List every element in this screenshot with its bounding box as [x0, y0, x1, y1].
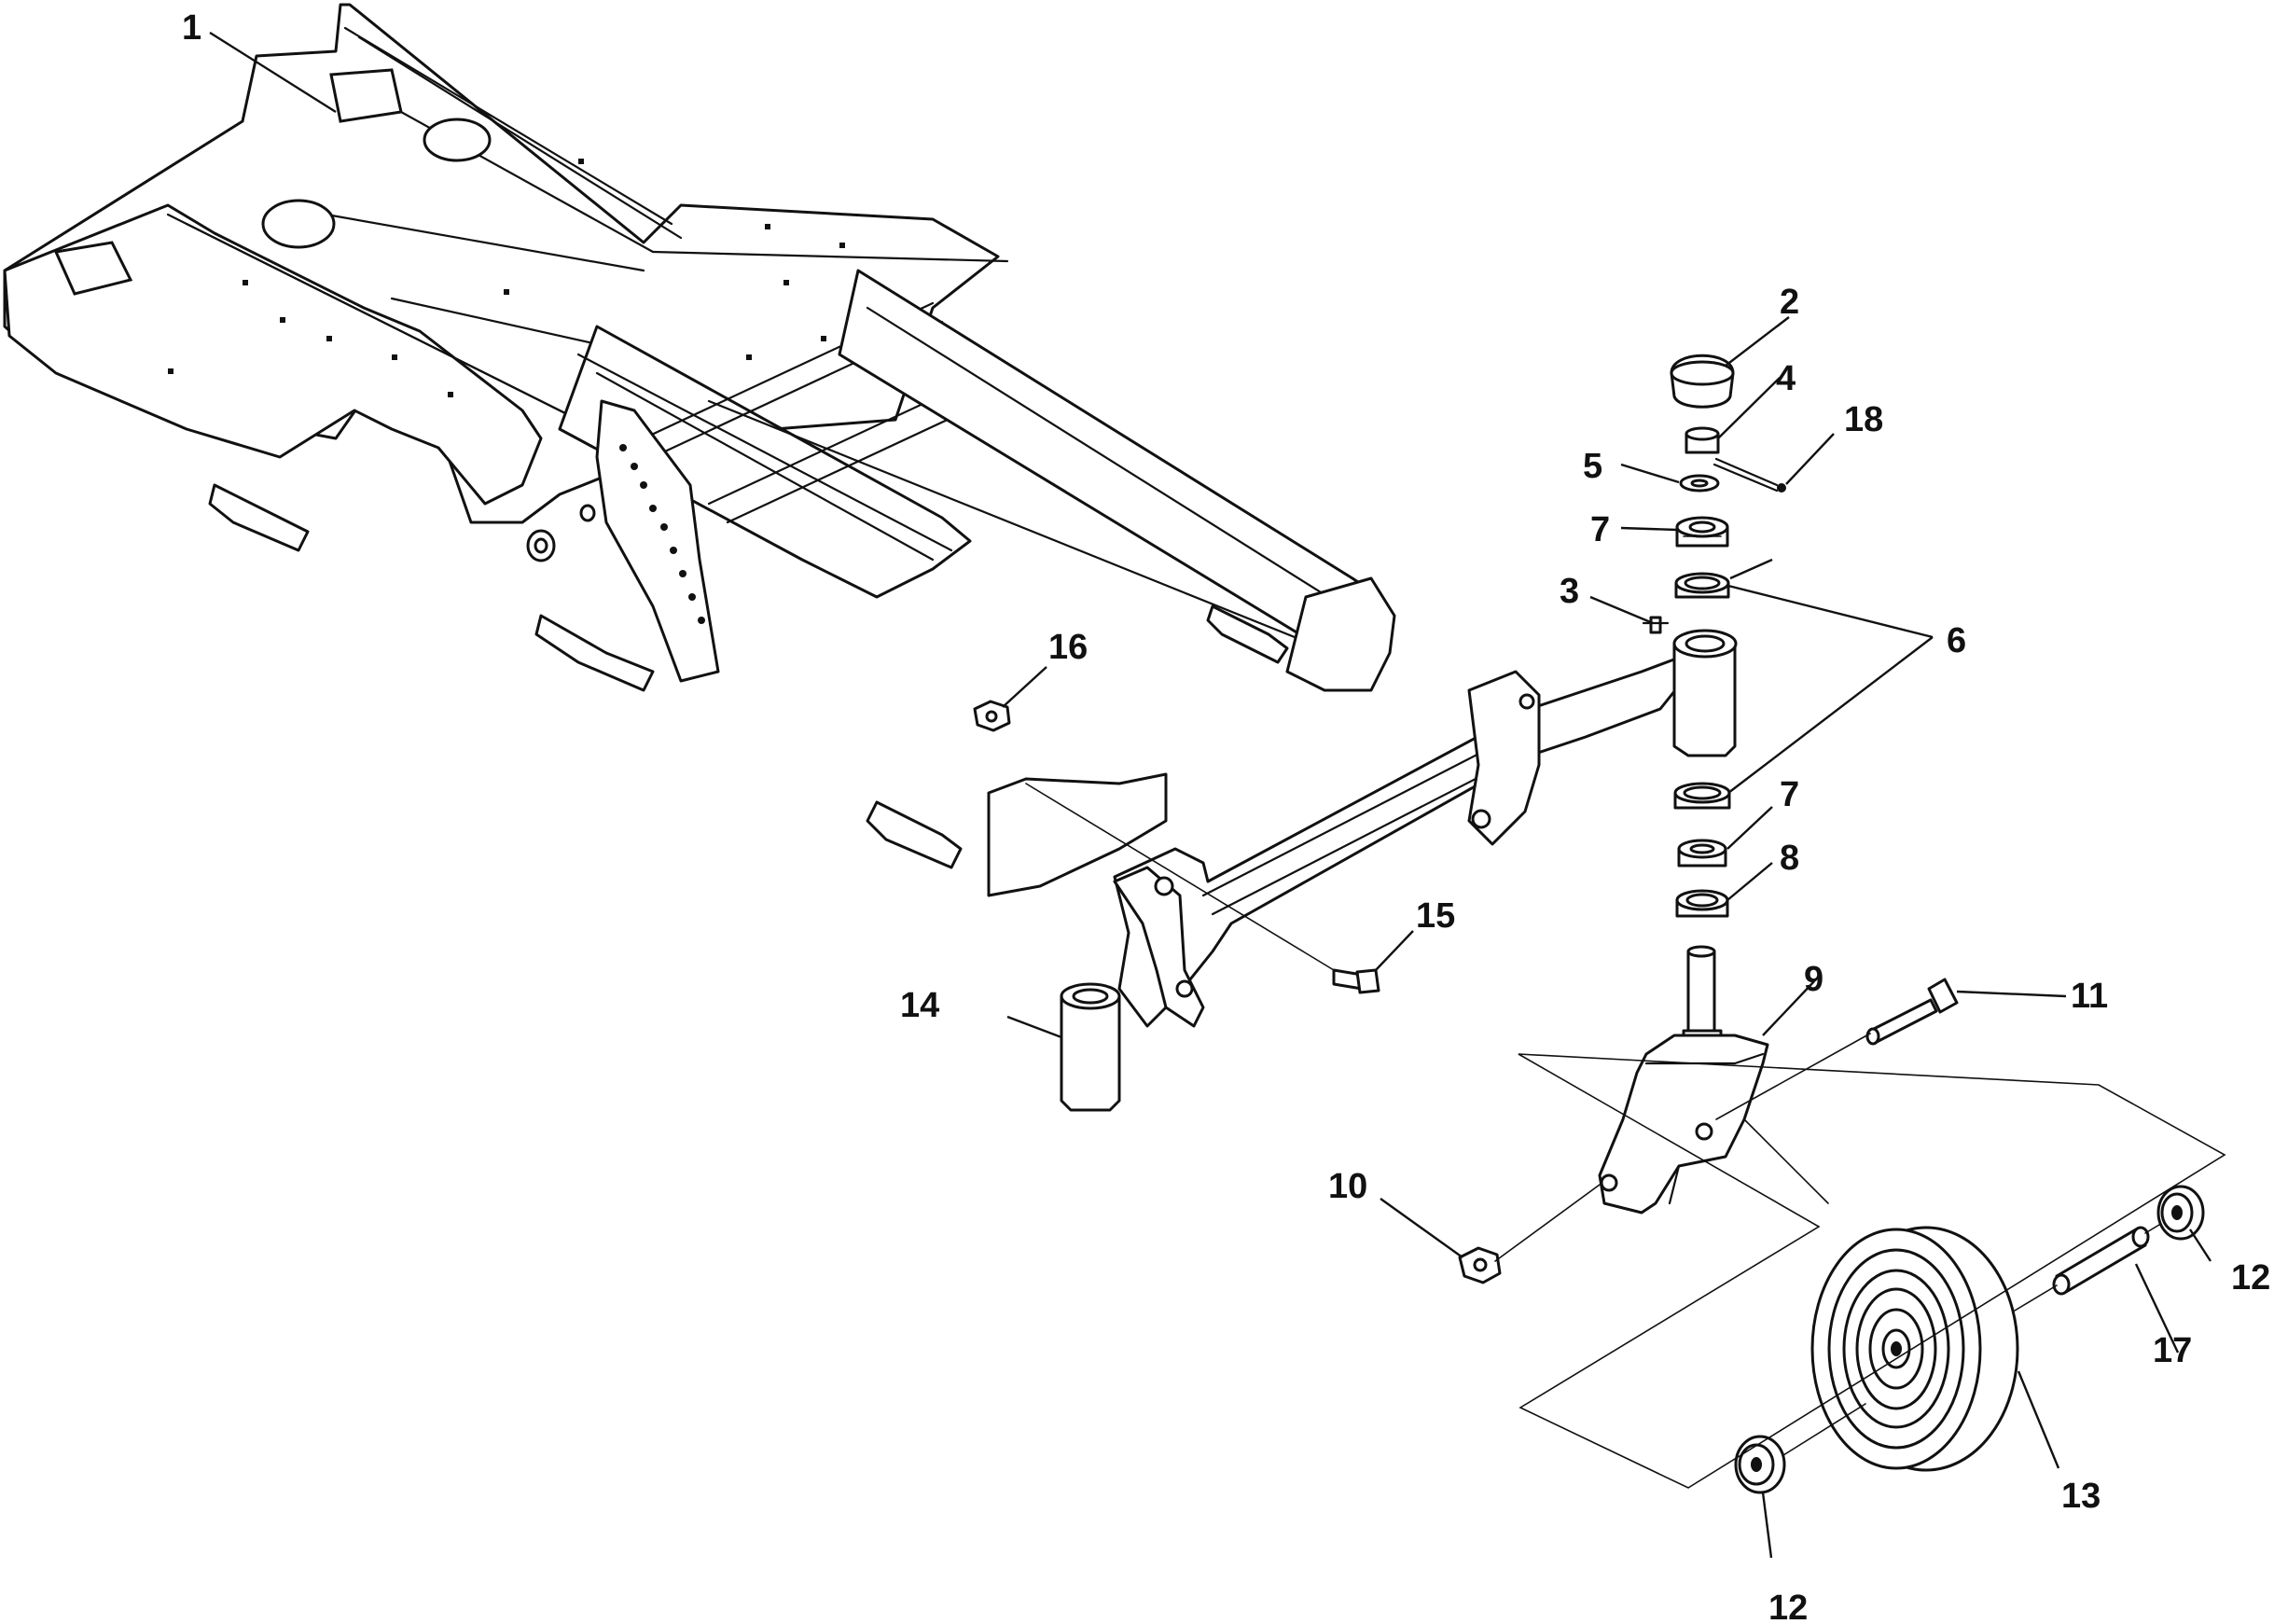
- lower-bearing: [1677, 839, 1727, 868]
- cotter-pin: [1712, 457, 1786, 493]
- hex-nut: [973, 700, 1011, 732]
- callout-4: 4: [1776, 359, 1796, 398]
- callout-13: 13: [2061, 1477, 2101, 1516]
- callout-3: 3: [1560, 572, 1579, 611]
- callout-14: 14: [900, 986, 939, 1025]
- lower-bearing-race: [1673, 782, 1731, 810]
- upper-bearing-race: [1674, 572, 1730, 599]
- callout-18: 18: [1844, 400, 1883, 439]
- callout-12-front: 12: [1768, 1589, 1808, 1624]
- upper-bearing: [1675, 516, 1729, 548]
- callout-5: 5: [1583, 447, 1602, 486]
- callout-12-rear: 12: [2231, 1258, 2270, 1298]
- wheel-spacer-rear: [2156, 1185, 2205, 1241]
- callout-9: 9: [1804, 960, 1823, 999]
- axle-bolt: [1865, 978, 1959, 1046]
- callout-8: 8: [1780, 839, 1799, 878]
- callout-16: 16: [1048, 628, 1088, 667]
- front-axle-beam: [1060, 629, 1738, 1112]
- callout-2: 2: [1780, 283, 1799, 322]
- callout-6: 6: [1947, 621, 1966, 660]
- callout-7-lower: 7: [1780, 775, 1799, 814]
- caster-fork: [1598, 945, 1769, 1215]
- flat-washer: [1679, 474, 1720, 493]
- callout-17: 17: [2153, 1331, 2192, 1370]
- callout-1: 1: [182, 8, 201, 48]
- callout-7-upper: 7: [1590, 510, 1610, 549]
- pivot-bolt: [1332, 968, 1380, 994]
- axle-sleeve: [2052, 1226, 2150, 1296]
- callout-labels: 1 2 3 4 5 6 7 7 8 9 10 11 12 12 13 14 15…: [182, 8, 2270, 1624]
- wheel-spacer-front: [1734, 1435, 1786, 1494]
- grease-seal: [1675, 889, 1729, 918]
- main-frame: [3, 3, 1396, 897]
- lock-nut: [1458, 1246, 1502, 1284]
- callout-11: 11: [2071, 977, 2108, 1016]
- castle-nut: [1685, 426, 1720, 454]
- callout-10: 10: [1328, 1167, 1367, 1206]
- callout-15: 15: [1416, 896, 1455, 936]
- caster-wheel: [1810, 1226, 2019, 1472]
- assembly-centerlines: [1025, 783, 2226, 1489]
- dust-cap: [1670, 354, 1735, 409]
- grease-fitting: [1642, 616, 1670, 634]
- leader-lines: [209, 31, 2212, 1559]
